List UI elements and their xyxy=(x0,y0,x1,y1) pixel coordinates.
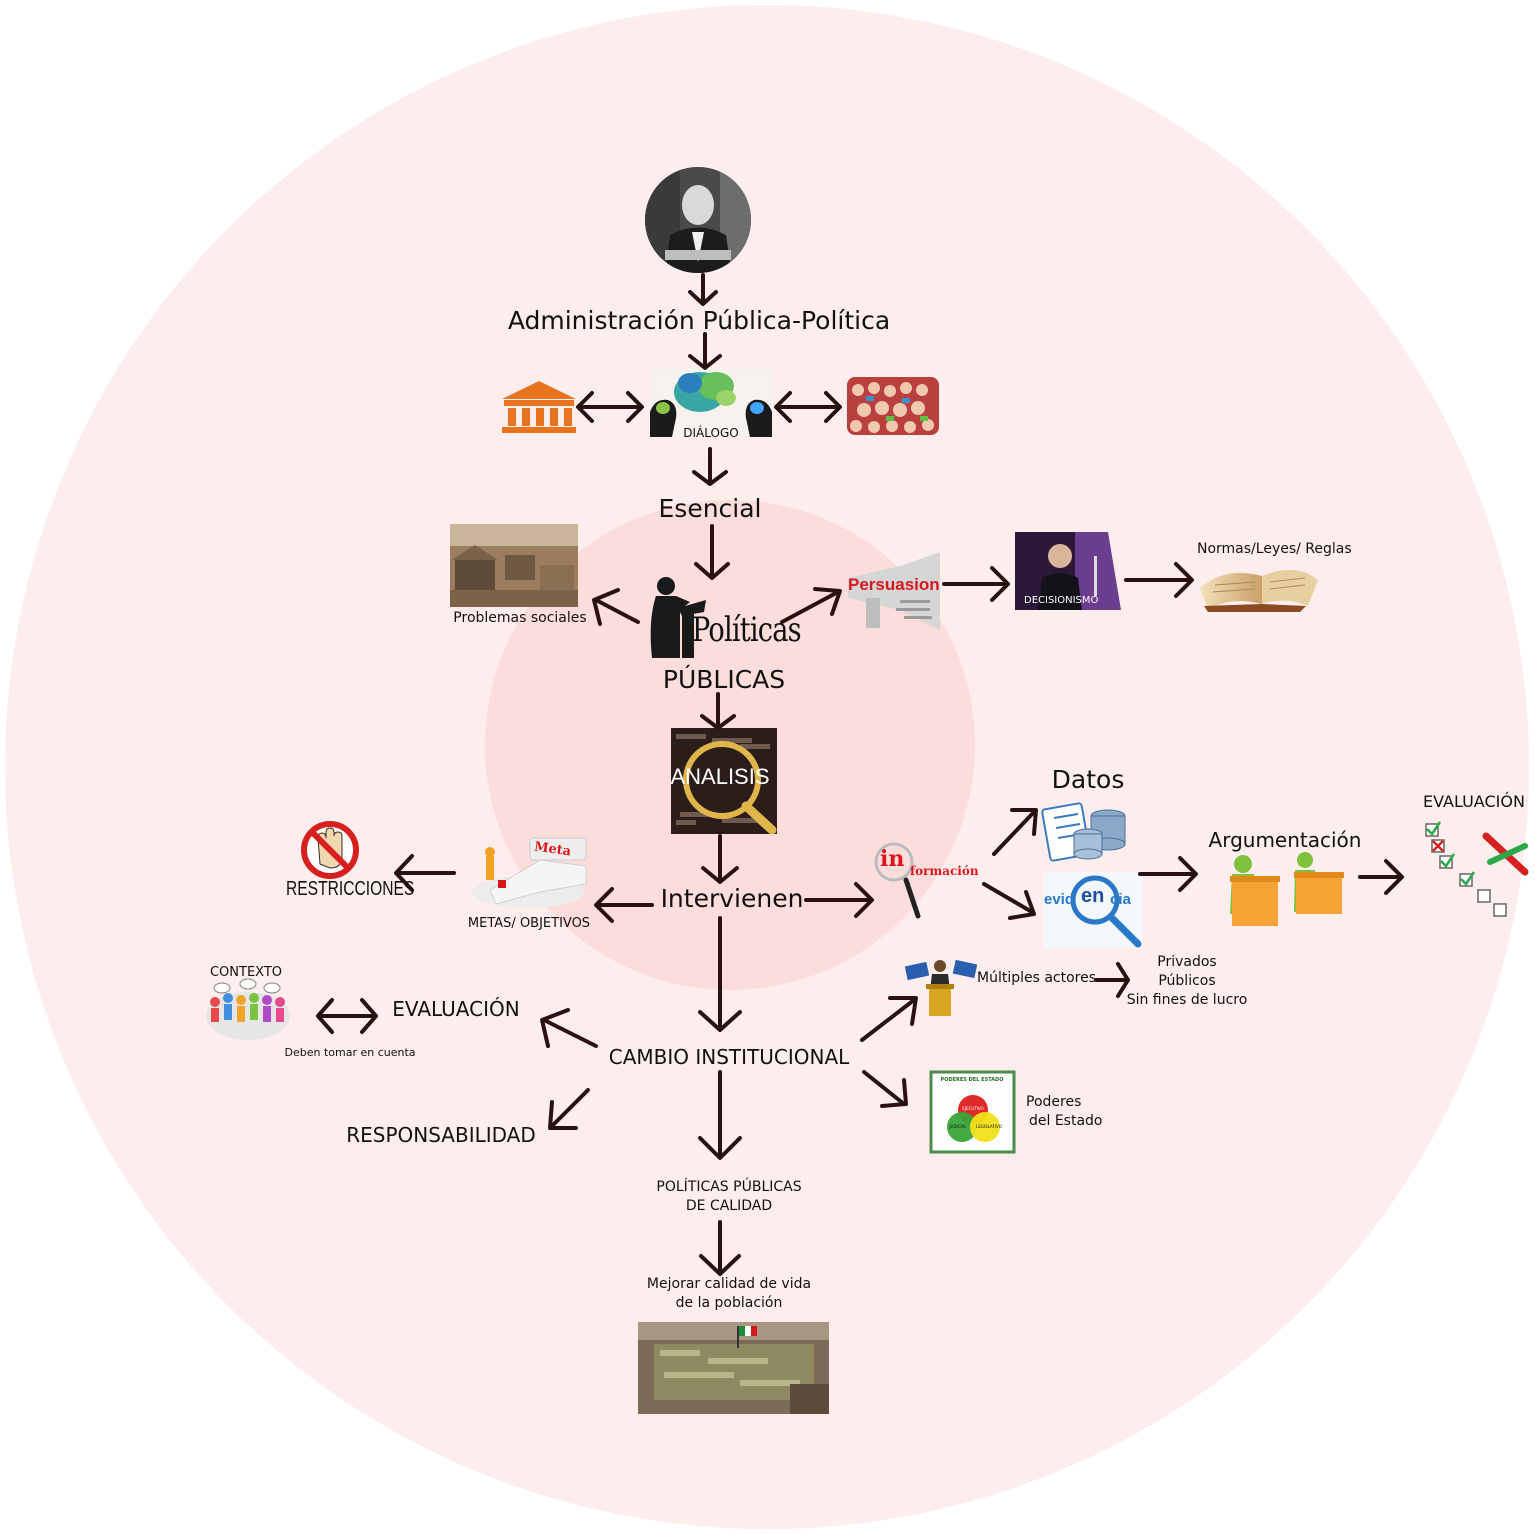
arrow-info-evidencia xyxy=(982,882,1036,920)
megaphone-icon xyxy=(848,552,940,630)
node-dialogo: DIÁLOGO xyxy=(683,426,739,440)
node-responsabilidad: RESPONSABILIDAD xyxy=(346,1123,536,1147)
government-building-icon xyxy=(502,381,576,433)
node-multiples: Múltiples actores xyxy=(977,970,1097,986)
people-context-icon xyxy=(206,978,290,1040)
venn-poderes-icon xyxy=(929,1070,1016,1154)
stairs-goal-icon xyxy=(472,837,587,908)
node-problemas: Problemas sociales xyxy=(453,610,587,626)
node-sinfines: Sin fines de lucro xyxy=(1126,992,1248,1008)
arrow-multiples-privados xyxy=(1094,962,1130,998)
node-deben: Deben tomar en cuenta xyxy=(284,1046,416,1059)
arrow-analisis-to-intervienen xyxy=(701,834,739,884)
speaker-photo xyxy=(1015,532,1121,610)
node-politicas-word: Políticas xyxy=(692,610,802,650)
node-evidencia-a: evid xyxy=(1044,891,1075,908)
arrow-to-evaluacion-right xyxy=(1358,859,1404,895)
node-mejorar-1: Mejorar calidad de vida xyxy=(646,1276,812,1292)
arrow-cambio-to-calidad xyxy=(698,1070,742,1160)
node-poderes-1: Poderes xyxy=(1026,1094,1082,1110)
node-pp-calidad-2: DE CALIDAD xyxy=(685,1198,773,1214)
debate-figures-icon xyxy=(1230,852,1344,926)
arrow-publicas-to-analisis xyxy=(700,692,736,730)
node-normas: Normas/Leyes/ Reglas xyxy=(1197,541,1352,557)
arrow-info-datos xyxy=(992,808,1038,856)
node-contexto: CONTEXTO xyxy=(209,965,283,980)
node-informacion-in: in xyxy=(880,846,905,872)
arrow-metas-restricciones xyxy=(394,854,456,892)
poderes-card-title: PODERES DEL ESTADO xyxy=(940,1077,1004,1083)
zocalo-crowd-photo xyxy=(638,1322,829,1414)
no-hand-icon xyxy=(301,821,359,879)
arrow-esencial-to-politicas xyxy=(694,524,730,580)
arrow-dialogo-to-esencial xyxy=(692,447,728,486)
arrow-to-multiples xyxy=(860,996,918,1042)
node-evidencia-c: cia xyxy=(1110,891,1131,908)
slum-photo xyxy=(450,524,578,607)
node-admin: Administración Pública-Política xyxy=(507,306,891,335)
poderes-ejecutivo: EJECUTIVO xyxy=(962,1106,984,1111)
arrow-portrait-to-admin xyxy=(688,273,718,306)
poderes-legislativo: LEGISLATIVO xyxy=(976,1124,1002,1129)
arrow-to-informacion xyxy=(804,882,874,918)
arrow-to-argumentacion xyxy=(1138,856,1198,892)
node-decisionismo: DECISIONISMO xyxy=(1024,595,1099,606)
node-cambio: CAMBIO INSTITUCIONAL xyxy=(608,1045,850,1069)
magnifier-icon xyxy=(874,842,921,919)
node-argumentacion: Argumentación xyxy=(1208,828,1362,852)
node-evidencia-b: en xyxy=(1081,885,1105,907)
node-mejorar-2: de la población xyxy=(675,1295,783,1311)
node-evaluacion-left: EVALUACIÓN xyxy=(392,997,520,1021)
node-privados: Privados xyxy=(1157,954,1217,970)
arrow-calidad-to-mejorar xyxy=(699,1220,741,1276)
crowd-image xyxy=(847,377,939,435)
node-poderes-2: del Estado xyxy=(1029,1113,1103,1129)
open-book-icon xyxy=(1200,569,1318,612)
node-metas: METAS/ OBJETIVOS xyxy=(467,916,591,931)
node-datos: Datos xyxy=(1051,765,1125,794)
poderes-judicial: JUDICIAL xyxy=(949,1124,967,1129)
node-evaluacion-right: EVALUACIÓN xyxy=(1423,792,1525,811)
arrow-evaluacion-contexto xyxy=(316,998,378,1034)
node-publicos: Públicos xyxy=(1158,973,1216,989)
arrow-to-evaluacion-left xyxy=(540,1008,598,1048)
node-persuasion: Persuasion xyxy=(848,575,940,594)
database-checklist-icon xyxy=(1041,802,1126,862)
arrow-to-poderes xyxy=(862,1070,908,1108)
node-publicas: PÚBLICAS xyxy=(662,665,786,694)
node-restricciones: RESTRICCIONES xyxy=(286,878,415,900)
node-intervienen: Intervienen xyxy=(660,884,804,913)
arrow-intervienen-to-cambio xyxy=(698,916,742,1032)
arrow-to-metas xyxy=(594,887,654,923)
arrow-to-persuasion xyxy=(780,587,842,624)
arrow-decisionismo-normas xyxy=(1124,562,1194,598)
arrow-persuasion-decisionismo xyxy=(942,566,1010,602)
arrow-to-problemas xyxy=(592,588,640,626)
dialogue-heads-image xyxy=(650,369,773,437)
evidence-magnifier-icon xyxy=(1043,872,1143,948)
node-analisis: ANALISIS xyxy=(670,764,770,789)
protest-podium-icon xyxy=(904,959,978,1016)
arrow-admin-to-dialogo xyxy=(688,332,722,370)
node-pp-calidad-1: POLÍTICAS PÚBLICAS xyxy=(656,1179,802,1195)
arrow-to-responsabilidad xyxy=(548,1088,590,1130)
checklist-icon xyxy=(1425,821,1529,917)
analysis-magnifier-image xyxy=(671,728,777,835)
node-esencial: Esencial xyxy=(658,494,762,523)
speaker-podium-icon xyxy=(650,577,706,658)
arrow-dialogo-crowd xyxy=(774,391,842,423)
arrow-bank-dialogo xyxy=(576,391,644,423)
node-informacion-rest: formación xyxy=(910,864,979,878)
